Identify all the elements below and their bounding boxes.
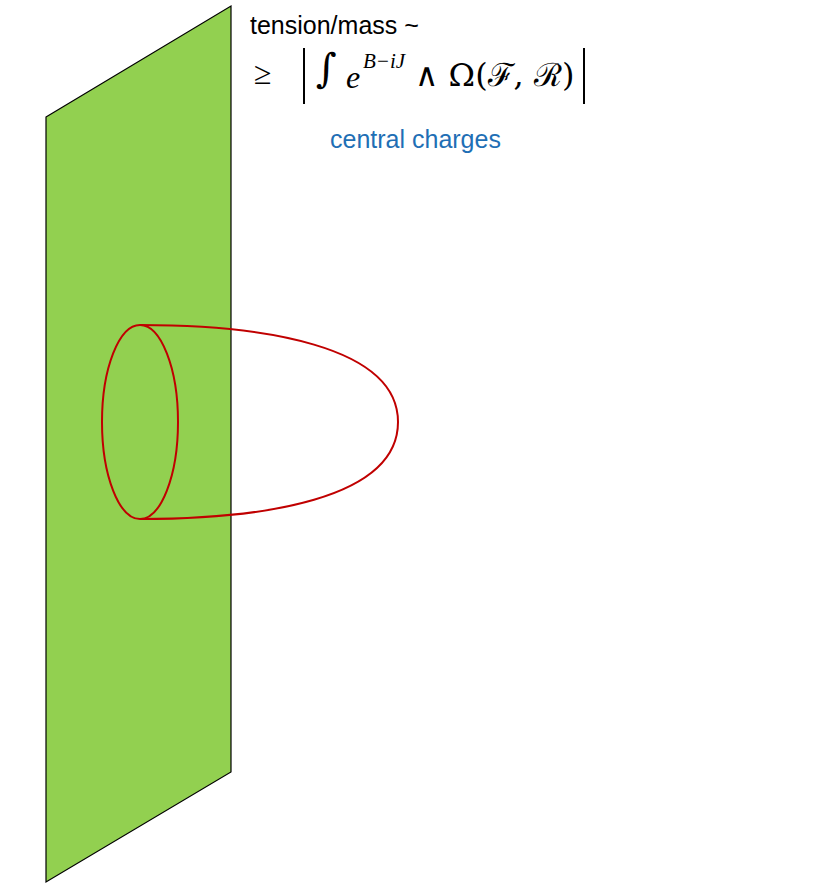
heading-text: tension/mass ~ xyxy=(250,12,419,40)
brane-sheet xyxy=(46,6,231,882)
annotation-text: central charges xyxy=(330,126,501,154)
math-symbol: ≥ xyxy=(254,56,272,91)
string-loop xyxy=(140,325,398,519)
math-symbol: ∫ xyxy=(316,46,337,90)
math-symbol: e xyxy=(346,60,360,95)
string-boundary xyxy=(102,325,178,519)
abs-bar xyxy=(583,48,585,104)
math-expression: ∧ Ω(ℱ, ℛ) xyxy=(415,58,574,93)
abs-bar xyxy=(303,48,305,104)
math-exponent: B−iJ xyxy=(363,50,405,73)
